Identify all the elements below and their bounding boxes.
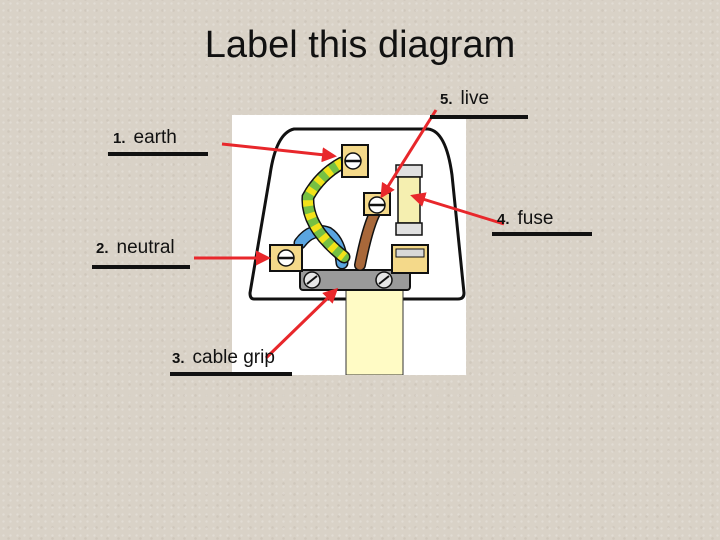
answer-line-cable-grip — [170, 372, 292, 376]
neutral-terminal — [269, 244, 303, 272]
answer-line-earth — [108, 152, 208, 156]
answer-line-live — [430, 115, 528, 119]
label-cable-grip: 3. cable grip — [172, 347, 275, 369]
label-answer: cable grip — [192, 347, 275, 368]
cable-grip-screw-left — [303, 271, 321, 289]
plug-diagram — [232, 115, 466, 376]
answer-line-fuse — [492, 232, 592, 236]
label-number: 2. — [96, 240, 109, 257]
plug-illustration — [248, 127, 466, 376]
live-terminal — [363, 192, 391, 216]
label-number: 5. — [440, 91, 453, 108]
label-fuse: 4. fuse — [497, 208, 553, 230]
label-answer: neutral — [116, 237, 175, 258]
earth-terminal — [341, 144, 369, 178]
label-number: 3. — [172, 350, 185, 367]
label-answer: live — [460, 88, 490, 109]
label-answer: fuse — [517, 208, 554, 229]
answer-line-neutral — [92, 265, 190, 269]
label-earth: 1. earth — [113, 127, 177, 149]
cable-grip-screw-right — [375, 271, 393, 289]
label-live: 5. live — [440, 88, 489, 110]
label-neutral: 2. neutral — [96, 237, 175, 259]
label-number: 4. — [497, 211, 510, 228]
label-answer: earth — [133, 127, 177, 148]
live-pin-block — [391, 244, 429, 274]
label-number: 1. — [113, 130, 126, 147]
cable — [345, 279, 404, 376]
fuse — [395, 164, 423, 236]
page-title: Label this diagram — [204, 24, 516, 66]
